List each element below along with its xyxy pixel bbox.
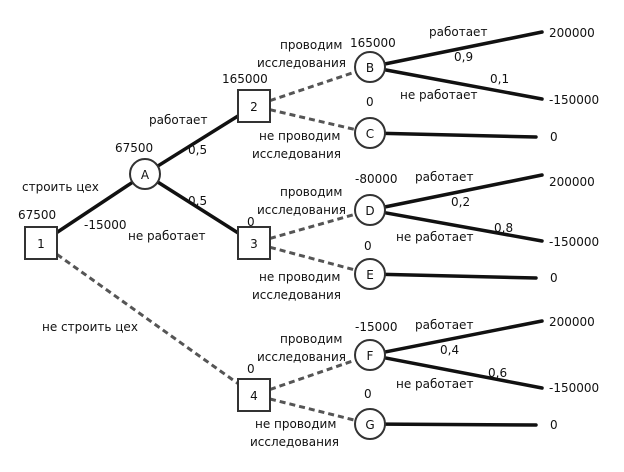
edge-label: исследования: [250, 435, 339, 449]
decision-node-4: [237, 378, 271, 412]
edge-4-G: [269, 397, 356, 422]
payoff-label: -150000: [549, 235, 599, 249]
edge-B-outcome: [382, 67, 544, 101]
cost-label: -15000: [84, 218, 127, 232]
edge-2-B: [269, 70, 357, 103]
node-id-label: 2: [250, 100, 258, 114]
edge-label: не работает: [400, 88, 477, 102]
chance-node-G: [354, 408, 386, 440]
edge-E-outcome: [383, 272, 538, 280]
edge-label: исследования: [257, 350, 346, 364]
edge-label: проводим: [280, 185, 342, 199]
node-value-label: 0: [366, 95, 374, 109]
node-id-label: C: [366, 127, 374, 141]
payoff-label: 0: [550, 271, 558, 285]
edge-label: не работает: [128, 229, 205, 243]
probability-label: 0,4: [440, 343, 459, 357]
edge-label: строить цех: [22, 180, 99, 194]
edge-label: исследования: [252, 147, 341, 161]
node-id-label: G: [365, 418, 374, 432]
nodes-layer: 1 A 2 3 4 B C D E F G: [24, 51, 386, 440]
chance-node-F: [354, 339, 386, 371]
edge-label: не работает: [396, 377, 473, 391]
edge-label: не проводим: [259, 129, 340, 143]
edge-C-outcome: [383, 131, 538, 139]
edge-label: работает: [415, 318, 473, 332]
payoff-label: -150000: [549, 93, 599, 107]
node-id-label: F: [367, 349, 374, 363]
text-layer: строить цех -15000 не строить цех работает 0…: [18, 25, 599, 449]
probability-label: 0,6: [488, 366, 507, 380]
edge-label: работает: [429, 25, 487, 39]
payoff-label: 200000: [549, 175, 595, 189]
edge-4-F: [269, 358, 357, 391]
edge-3-D: [269, 212, 356, 240]
edge-2-C: [269, 108, 356, 132]
node-id-label: B: [366, 61, 374, 75]
node-value-label: 0: [247, 215, 255, 229]
node-value-label: 165000: [222, 72, 268, 86]
chance-node-B: [354, 51, 386, 83]
node-value-label: -80000: [355, 172, 398, 186]
edge-F-outcome: [382, 319, 544, 354]
node-value-label: 0: [364, 387, 372, 401]
edges-layer: [55, 30, 544, 427]
decision-node-2: [237, 89, 271, 123]
edge-A-3: [155, 180, 240, 235]
node-value-label: 0: [247, 362, 255, 376]
edge-1-A: [55, 180, 135, 235]
node-value-label: 67500: [115, 141, 153, 155]
node-value-label: -15000: [355, 320, 398, 334]
edge-label: не работает: [396, 230, 473, 244]
node-value-label: 165000: [350, 36, 396, 50]
node-id-label: E: [366, 268, 374, 282]
payoff-label: -150000: [549, 381, 599, 395]
probability-label: 0,9: [454, 50, 473, 64]
edge-label: работает: [149, 113, 207, 127]
edge-D-outcome: [383, 210, 544, 243]
payoff-label: 0: [550, 130, 558, 144]
payoff-label: 0: [550, 418, 558, 432]
edge-F-outcome: [382, 356, 544, 390]
node-id-label: 3: [250, 237, 258, 251]
edge-label: не проводим: [259, 270, 340, 284]
edge-A-2: [155, 114, 240, 168]
decision-node-3: [237, 226, 271, 260]
edge-label: не проводим: [255, 417, 336, 431]
probability-label: 0,1: [490, 72, 509, 86]
node-id-label: 1: [37, 237, 45, 251]
payoff-label: 200000: [549, 315, 595, 329]
chance-node-C: [354, 117, 386, 149]
edge-D-outcome: [382, 173, 544, 209]
probability-label: 0,8: [494, 221, 513, 235]
edge-G-outcome: [383, 422, 538, 427]
edge-label: исследования: [252, 288, 341, 302]
node-id-label: 4: [250, 389, 258, 403]
node-value-label: 0: [364, 239, 372, 253]
decision-node-1: [24, 226, 58, 260]
chance-node-E: [354, 258, 386, 290]
chance-node-A: [129, 158, 161, 190]
edge-3-E: [269, 245, 356, 272]
edge-B-outcome: [382, 30, 544, 66]
edge-label: проводим: [280, 38, 342, 52]
edge-label: не строить цех: [42, 320, 138, 334]
edge-label: исследования: [257, 203, 346, 217]
edge-label: проводим: [280, 332, 342, 346]
payoff-label: 200000: [549, 26, 595, 40]
edge-1-4: [56, 253, 239, 385]
edge-label: работает: [415, 170, 473, 184]
probability-label: 0,2: [451, 195, 470, 209]
edge-label: исследования: [257, 56, 346, 70]
probability-label: 0,5: [188, 143, 207, 157]
node-id-label: D: [365, 204, 374, 218]
node-id-label: A: [141, 168, 150, 182]
chance-node-D: [354, 194, 386, 226]
node-value-label: 67500: [18, 208, 56, 222]
probability-label: 0,5: [188, 194, 207, 208]
